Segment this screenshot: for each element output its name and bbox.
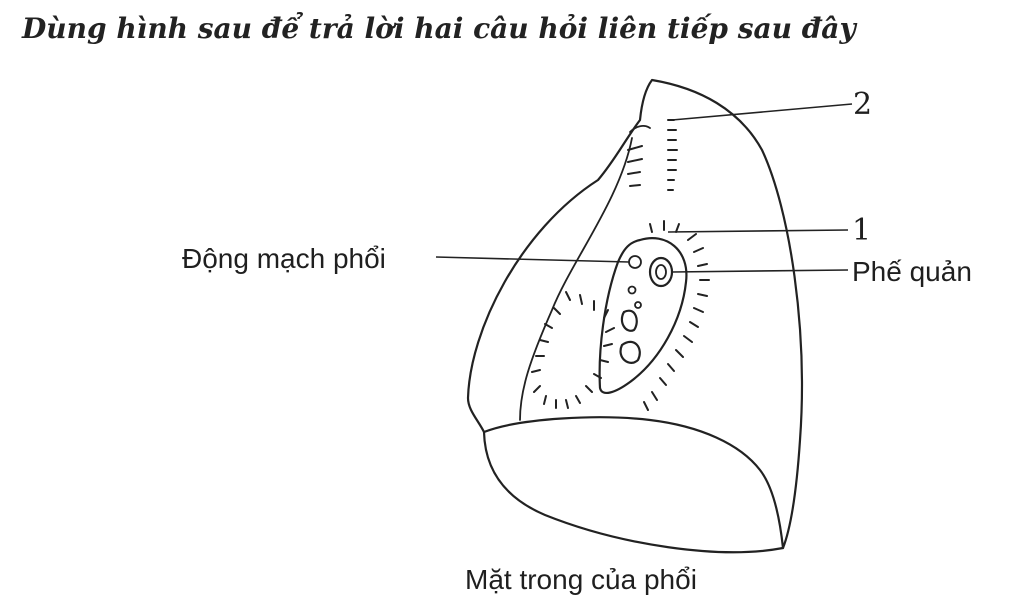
question-heading: Dùng hình sau để trả lời hai câu hỏi liê… — [22, 12, 856, 45]
leader-lines — [435, 103, 853, 273]
pulmonary-artery-vessel — [628, 255, 642, 269]
lung-outline — [466, 78, 804, 554]
label-number-2: 2 — [853, 87, 872, 122]
leader-pulmonary-artery — [435, 256, 630, 263]
label-pulmonary-artery: Động mạch phổi — [182, 243, 386, 274]
label-number-1: 1 — [852, 213, 871, 248]
leader-bronchus — [671, 269, 849, 273]
hatching — [531, 119, 710, 411]
diagram-caption: Mặt trong của phổi — [465, 564, 697, 595]
diaphragmatic-surface — [482, 416, 785, 550]
leader-1 — [667, 229, 849, 233]
leader-2 — [671, 103, 853, 121]
bronchus-vessel — [648, 256, 674, 288]
label-bronchus: Phế quản — [852, 256, 972, 287]
